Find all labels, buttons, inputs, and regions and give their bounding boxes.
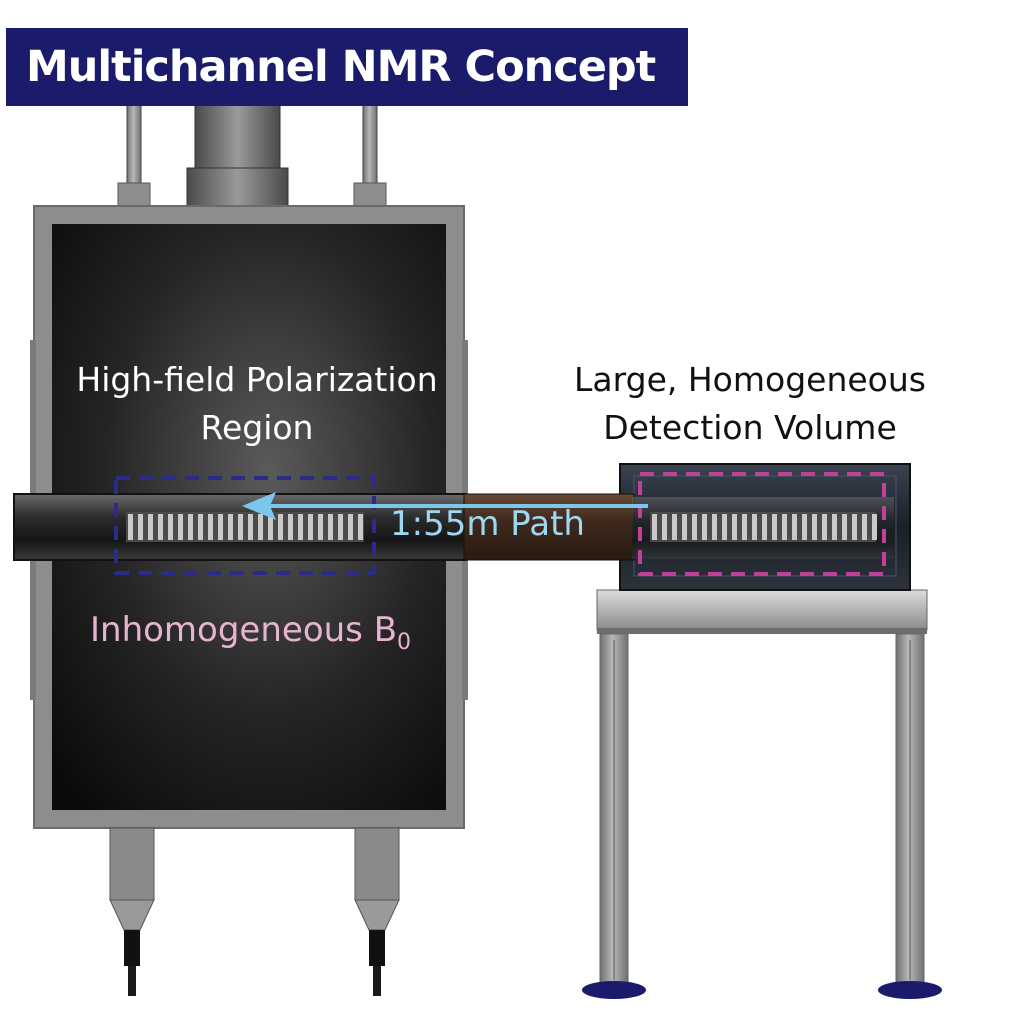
detection-volume-box <box>638 472 886 576</box>
polarization-region-box <box>114 476 376 575</box>
table-foot-left <box>582 981 646 999</box>
detection-table <box>582 589 942 999</box>
detection-volume-label: Large, Homogeneous Detection Volume <box>530 356 970 452</box>
page-title: Multichannel NMR Concept <box>26 42 656 92</box>
inhomogeneous-label-subscript: 0 <box>397 629 412 655</box>
inhomogeneous-field-label: Inhomogeneous B0 <box>90 610 411 655</box>
table-foot-right <box>878 981 942 999</box>
polarization-label-line2: Region <box>200 408 314 447</box>
path-length-label: 1:55m Path <box>390 504 585 544</box>
polarization-sample-coil <box>126 512 364 542</box>
detection-label-line1: Large, Homogeneous <box>574 360 926 399</box>
flow-arrow <box>242 492 648 520</box>
right-leg <box>354 827 400 996</box>
magnet-legs <box>109 827 400 996</box>
left-leg <box>109 827 155 996</box>
polarization-region-label: High-field Polarization Region <box>52 356 462 452</box>
detection-label-line2: Detection Volume <box>603 408 897 447</box>
title-banner: Multichannel NMR Concept <box>6 28 688 106</box>
inhomogeneous-label-main: Inhomogeneous B <box>90 610 398 650</box>
top-fittings <box>117 104 387 208</box>
detection-sample-coil <box>650 512 877 542</box>
polarization-label-line1: High-field Polarization <box>76 360 438 399</box>
